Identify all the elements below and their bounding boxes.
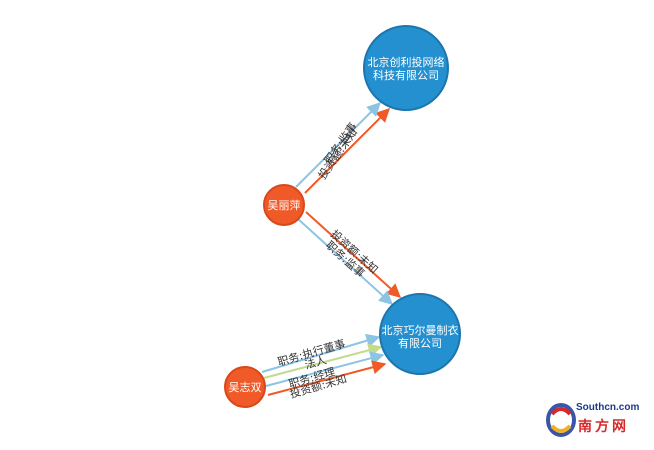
southcn-logo: Southcn.com 南方网 bbox=[546, 398, 650, 442]
node-company-chuangli[interactable]: 北京创利投网络 科技有限公司 bbox=[363, 25, 449, 111]
node-label: 科技有限公司 bbox=[373, 68, 439, 82]
edge-wuliping-chuangli-supervisor bbox=[295, 102, 381, 188]
node-label: 北京创利投网络 bbox=[368, 55, 445, 69]
edge-wuliping-chuangli-invest bbox=[304, 108, 390, 194]
edge-wuzhishuang-qiaoerman-director bbox=[261, 333, 381, 373]
logo-site-text: Southcn.com bbox=[576, 402, 640, 413]
logo-name-text: 南方网 bbox=[578, 419, 629, 435]
node-label: 北京巧尔曼制衣 bbox=[382, 323, 459, 337]
edge-wuliping-qiaoerman-supervisor bbox=[297, 218, 394, 305]
edge-wuzhishuang-qiaoerman-legal bbox=[263, 343, 383, 379]
node-company-qiaoerman[interactable]: 北京巧尔曼制衣 有限公司 bbox=[379, 293, 461, 375]
edge-wuzhishuang-qiaoerman-manager bbox=[265, 351, 385, 387]
southcn-emblem-icon bbox=[546, 403, 576, 437]
edge-wuzhishuang-qiaoerman-invest bbox=[267, 360, 387, 396]
edge-label: 法人 bbox=[303, 352, 328, 372]
node-label: 吴丽萍 bbox=[268, 199, 301, 212]
node-label: 有限公司 bbox=[398, 336, 442, 350]
node-person-wuliping[interactable]: 吴丽萍 bbox=[263, 184, 305, 226]
node-label: 吴志双 bbox=[229, 381, 262, 394]
node-person-wuzhishuang[interactable]: 吴志双 bbox=[224, 366, 266, 408]
edge-wuliping-qiaoerman-invest bbox=[305, 211, 402, 298]
